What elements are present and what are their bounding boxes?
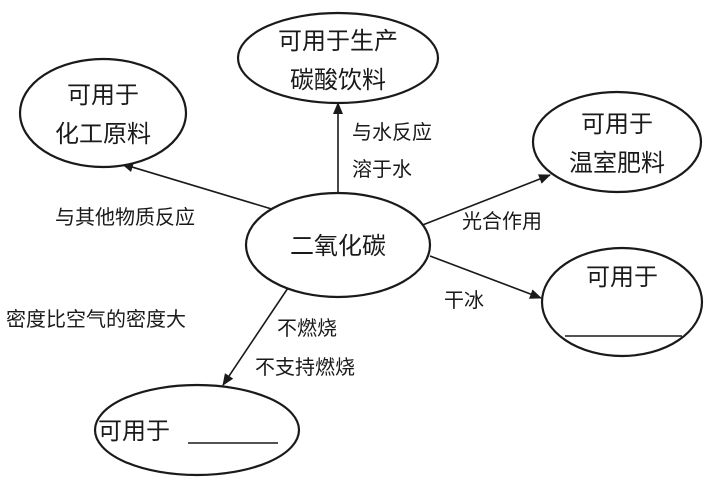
node-line-1: 可用于 bbox=[67, 81, 139, 109]
node-ellipse bbox=[18, 57, 188, 169]
arrow-to-chemical-raw-materials bbox=[121, 162, 276, 211]
edge-label-reacts-with-others: 与其他物质反应 bbox=[55, 205, 195, 229]
node-line-1: 可用于 bbox=[586, 263, 658, 291]
node-ellipse bbox=[236, 11, 440, 105]
center-ellipse bbox=[244, 191, 432, 299]
node-greenhouse-fertilizer: 可用于 温室肥料 bbox=[531, 90, 703, 194]
node-chemical-raw-materials: 可用于 化工原料 bbox=[18, 57, 188, 169]
center-label: 二氧化碳 bbox=[290, 232, 386, 260]
edge-label-dry-ice: 干冰 bbox=[444, 288, 484, 312]
arrow-to-dry-ice-use bbox=[429, 255, 542, 299]
edges bbox=[121, 102, 551, 386]
edge-labels: 与其他物质反应 与水反应 溶于水 光合作用 干冰 密度比空气的密度大 不燃烧 不… bbox=[6, 120, 542, 379]
node-ellipse bbox=[93, 383, 301, 477]
node-ellipse bbox=[540, 246, 704, 358]
node-density-use: 可用于 bbox=[93, 383, 301, 477]
node-carbonated-drinks: 可用于生产 碳酸饮料 bbox=[236, 11, 440, 105]
node-line-1: 可用于 bbox=[98, 417, 170, 445]
edge-label-no-combustion-support: 不支持燃烧 bbox=[255, 355, 355, 379]
arrow-to-density-use bbox=[222, 284, 291, 386]
node-line-2: 碳酸饮料 bbox=[290, 66, 386, 94]
edge-label-density: 密度比空气的密度大 bbox=[6, 307, 186, 331]
edge-label-photosynthesis: 光合作用 bbox=[462, 209, 542, 233]
node-ellipse bbox=[531, 90, 703, 194]
arrow-to-greenhouse-fertilizer bbox=[419, 174, 551, 227]
node-line-2: 温室肥料 bbox=[569, 149, 665, 177]
node-line-1: 可用于 bbox=[581, 110, 653, 138]
node-dry-ice-use: 可用于 bbox=[540, 246, 704, 358]
node-line-1: 可用于生产 bbox=[278, 27, 398, 55]
edge-label-nonflammable: 不燃烧 bbox=[277, 316, 337, 340]
edge-label-dissolves-in-water: 溶于水 bbox=[352, 157, 412, 181]
edge-label-reacts-with-water: 与水反应 bbox=[352, 120, 432, 144]
node-line-2: 化工原料 bbox=[55, 120, 151, 148]
center-node: 二氧化碳 bbox=[244, 191, 432, 299]
